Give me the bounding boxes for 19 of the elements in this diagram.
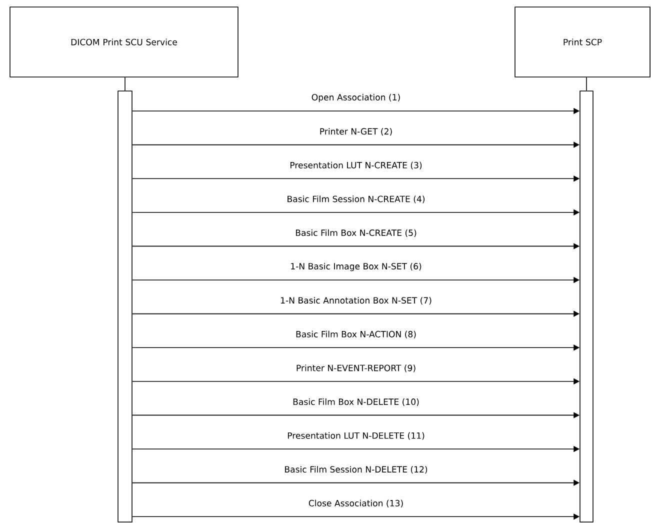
participant-box: Print SCP bbox=[514, 6, 650, 78]
edge-label: 1-N Basic Image Box N-SET (6) bbox=[289, 262, 423, 272]
edge-label: Printer N-EVENT-REPORT (9) bbox=[294, 364, 418, 374]
lifeline bbox=[586, 77, 587, 91]
edge-label: Basic Film Box N-CREATE (5) bbox=[294, 228, 418, 238]
edge-label: Basic Film Box N-ACTION (8) bbox=[294, 330, 418, 340]
activation-bar bbox=[118, 90, 132, 522]
participant-box: DICOM Print SCU Service bbox=[10, 6, 238, 78]
edge-label: Open Association (1) bbox=[310, 92, 402, 104]
edge-label: Basic Film Box N-DELETE (10) bbox=[292, 397, 420, 407]
edge-label: Presentation LUT N-CREATE (3) bbox=[288, 160, 424, 170]
edge-label: Presentation LUT N-DELETE (11) bbox=[286, 431, 426, 441]
edge-label: Close Association (13) bbox=[307, 498, 405, 508]
activation-bar bbox=[580, 90, 594, 522]
edge-label: Basic Film Session N-DELETE (12) bbox=[283, 464, 429, 475]
edge-label: Basic Film Session N-CREATE (4) bbox=[286, 194, 426, 204]
edge-label: 1-N Basic Annotation Box N-SET (7) bbox=[279, 296, 433, 306]
lifeline bbox=[124, 77, 126, 91]
edge-label: Printer N-GET (2) bbox=[318, 126, 394, 137]
